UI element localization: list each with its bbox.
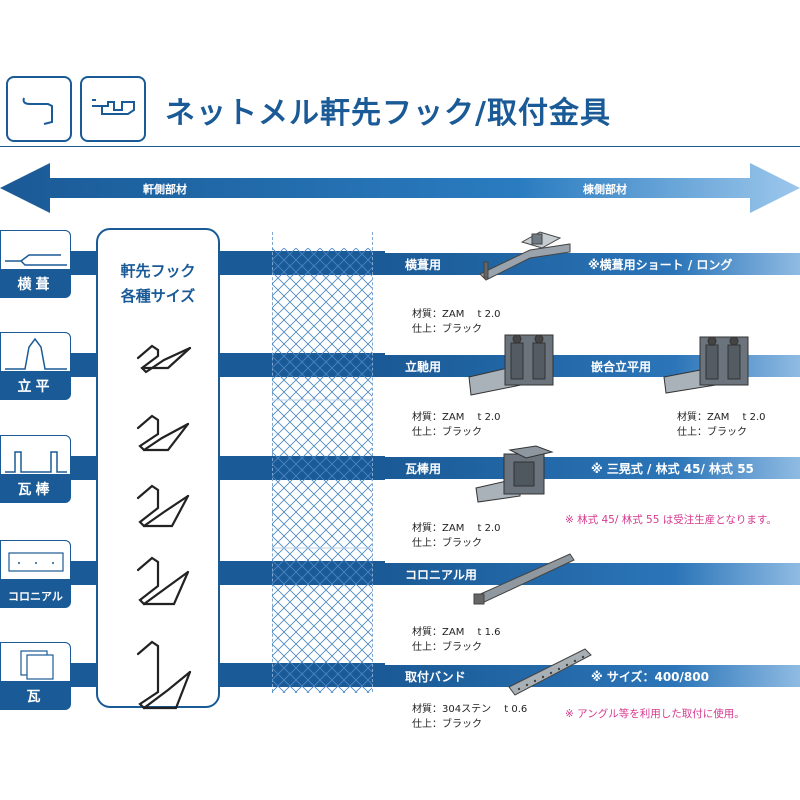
spec-material: 材質：ZAM t 2.0 [412, 412, 501, 423]
product-name-2: 嵌合立平用 [591, 360, 652, 374]
roof-type-yokobuki: 横葺 [0, 230, 71, 298]
direction-arrow [0, 163, 800, 213]
spec-material: 材質：ZAM t 1.6 [412, 627, 501, 638]
product-band-yokobuki: 横葺用 ※横葺用ショート / ロング [383, 253, 800, 275]
spec-material: 材質：ZAM t 2.0 [412, 309, 501, 320]
roof-type-label: コロニアル [8, 590, 63, 603]
colonial-bracket-image [473, 553, 575, 605]
kawarabo-remark: ※ 林式 45/ 林式 55 は受注生産となります。 [565, 514, 777, 526]
spec-finish: 仕上：ブラック [412, 642, 482, 653]
product-note: ※横葺用ショート / ロング [588, 258, 733, 272]
spec-block-colonial: 材質：ZAM t 1.6 仕上：ブラック [412, 625, 501, 655]
spec-finish: 仕上：ブラック [677, 427, 747, 438]
product-band-band: 取付バンド ※ サイズ：400/800 [383, 665, 800, 687]
hook-sizes-illustration [136, 344, 192, 710]
spec-material: 材質：ZAM t 2.0 [412, 523, 501, 534]
spec-material: 材質：ZAM t 2.0 [677, 412, 766, 423]
spec-material: 材質：304ステン t 0.6 [412, 704, 528, 715]
product-name: 立馳用 [405, 360, 442, 374]
mounting-band-image [508, 648, 592, 696]
spec-finish: 仕上：ブラック [412, 427, 482, 438]
roof-type-label: 瓦棒 [17, 482, 54, 498]
arrow-right-label: 棟側部材 [583, 183, 627, 196]
yokobuki-bracket-image [479, 231, 571, 281]
net-mesh [272, 248, 372, 693]
product-name: コロニアル用 [405, 568, 477, 582]
roof-type-kawara: 瓦 [0, 642, 71, 710]
page-title: ネットメル軒先フック/取付金具 [165, 96, 611, 131]
product-name: 横葺用 [405, 258, 442, 272]
spec-block-kawarabo: 材質：ZAM t 2.0 仕上：ブラック [412, 521, 501, 551]
spec-finish: 仕上：ブラック [412, 719, 482, 730]
roof-type-label: 立平 [17, 379, 54, 395]
net-guide-line [372, 232, 373, 692]
roof-type-label: 横葺 [17, 277, 54, 293]
roof-type-colonial: コロニアル [0, 540, 71, 608]
eaves-hook-icon-box [6, 76, 72, 142]
product-name: 瓦棒用 [405, 462, 442, 476]
spec-finish: 仕上：ブラック [412, 324, 482, 335]
spec-block-tatehase: 材質：ZAM t 2.0 仕上：ブラック [412, 410, 501, 440]
product-name: 取付バンド [405, 670, 466, 684]
spec-block-yokobuki: 材質：ZAM t 2.0 仕上：ブラック [412, 307, 501, 337]
roof-type-label: 瓦 [26, 689, 45, 705]
roof-type-kawarabo: 瓦棒 [0, 435, 71, 503]
hook-panel-subtitle: 各種サイズ [120, 287, 196, 305]
eaves-hook-icon [22, 97, 53, 125]
spec-block-kangou: 材質：ZAM t 2.0 仕上：ブラック [677, 410, 766, 440]
product-note: ※ 三晃式 / 林式 45/ 林式 55 [591, 462, 754, 476]
hook-size-panel: 軒先フック 各種サイズ [96, 228, 220, 710]
header-divider [0, 146, 800, 147]
spec-block-band: 材質：304ステン t 0.6 仕上：ブラック [412, 702, 527, 732]
arrow-left-label: 軒側部材 [143, 183, 187, 196]
hook-panel-title: 軒先フック [120, 262, 196, 280]
bracket-icon-box [80, 76, 146, 142]
product-band-kawarabo: 瓦棒用 ※ 三晃式 / 林式 45/ 林式 55 [383, 457, 800, 479]
roof-type-tatehira: 立平 [0, 332, 71, 400]
tatehase-bracket-image [468, 334, 554, 396]
product-band-colonial: コロニアル用 [383, 563, 800, 585]
product-note: ※ サイズ：400/800 [591, 670, 709, 684]
kawarabo-bracket-image [475, 445, 554, 503]
spec-finish: 仕上：ブラック [412, 538, 482, 549]
bracket-icon [92, 99, 135, 115]
band-remark: ※ アングル等を利用した取付に使用。 [565, 708, 745, 720]
kangou-tatehira-bracket-image [663, 336, 749, 394]
